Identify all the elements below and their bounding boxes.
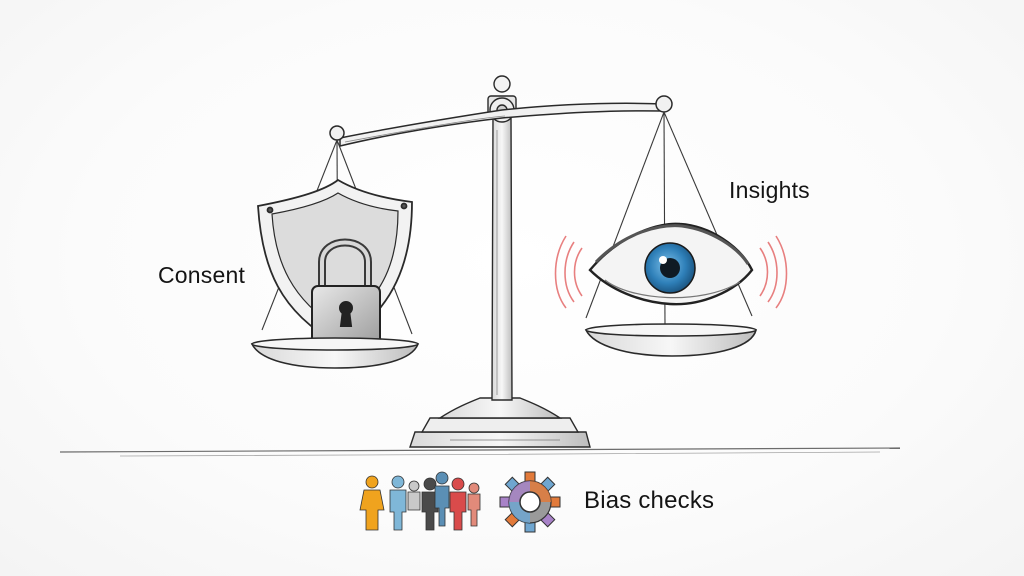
right-pan — [584, 323, 757, 357]
eye-icon — [588, 222, 754, 306]
bias-checks-label: Bias checks — [584, 487, 715, 514]
signal-waves-left-icon — [554, 235, 583, 309]
left-pan — [250, 337, 420, 369]
scale-base — [409, 397, 591, 448]
signal-waves-right-icon — [759, 235, 788, 309]
gear-icon — [499, 471, 561, 533]
scale-pillar — [487, 75, 517, 401]
insights-label: Insights — [729, 177, 810, 203]
people-icon — [359, 471, 481, 531]
ground-line — [59, 447, 901, 457]
consent-label: Consent — [158, 262, 246, 288]
